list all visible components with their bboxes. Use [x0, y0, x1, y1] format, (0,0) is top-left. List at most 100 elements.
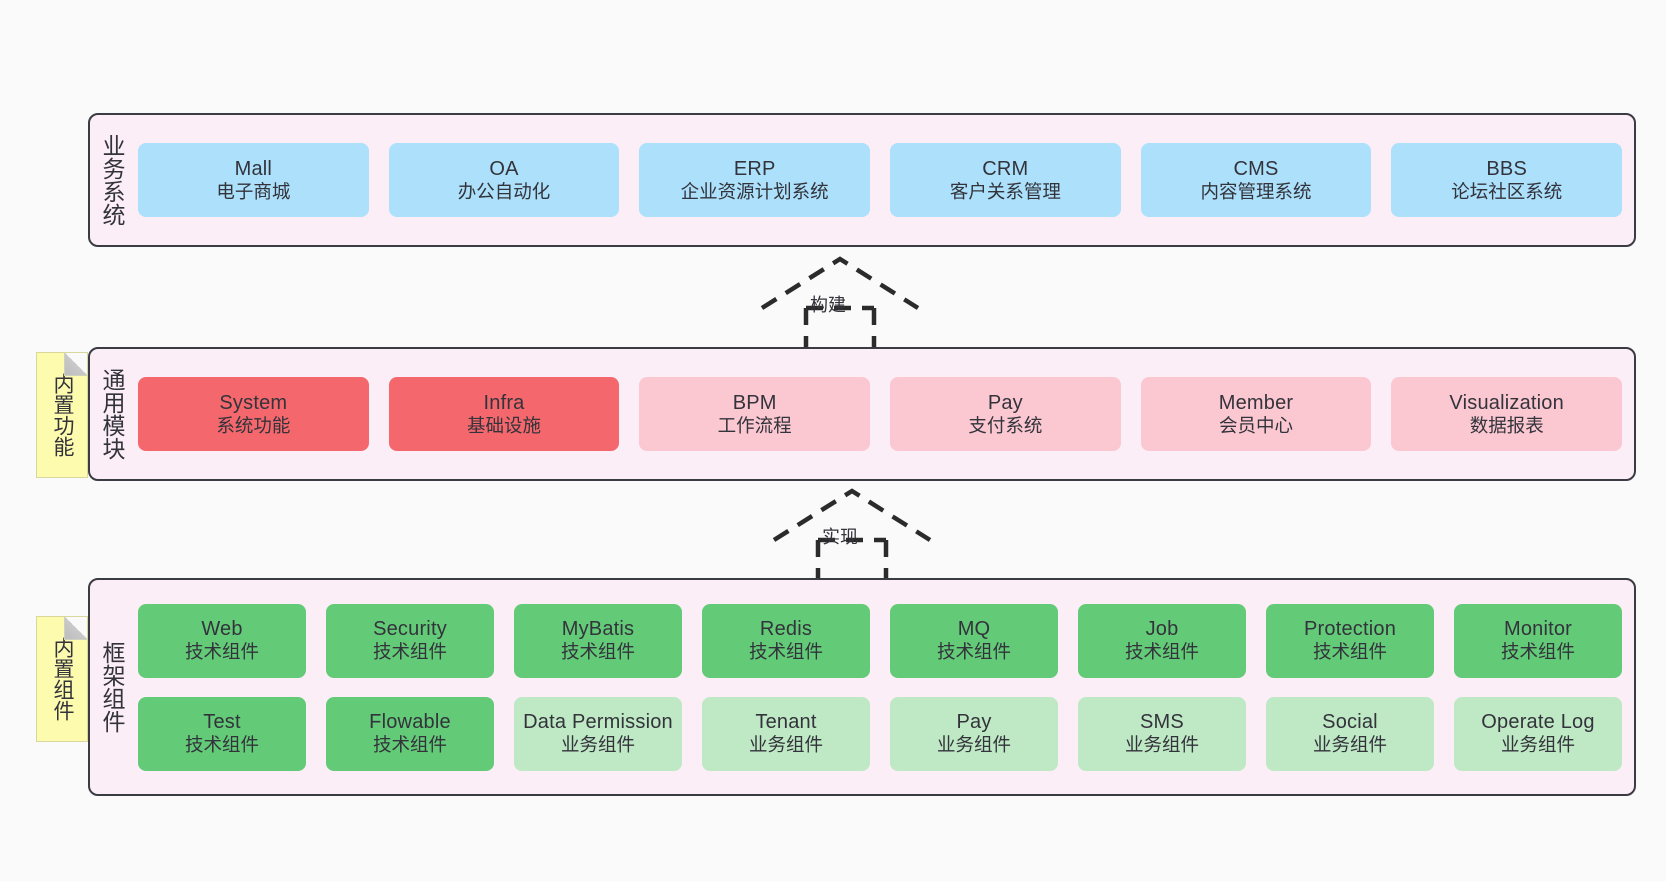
business-system-layer: 业务系统 Mall 电子商城 OA 办公自动化 ERP 企业资源计划系统 CRM…	[88, 113, 1636, 247]
node-redis-name: Redis	[759, 618, 813, 641]
node-cms-name: CMS	[1233, 157, 1279, 180]
node-protection-name: Protection	[1303, 618, 1397, 641]
node-bpm-sub: 工作流程	[717, 414, 792, 436]
node-erp-sub: 企业资源计划系统	[680, 180, 829, 202]
node-web-sub: 技术组件	[184, 641, 259, 663]
node-member-name: Member	[1218, 391, 1294, 414]
framework-component-layer: 框架组件 Web 技术组件 Security 技术组件 MyBatis 技术组件…	[88, 578, 1636, 796]
node-monitor-sub: 技术组件	[1500, 641, 1575, 663]
node-mybatis-sub: 技术组件	[560, 641, 635, 663]
common-module-row: System 系统功能 Infra 基础设施 BPM 工作流程 Pay 支付系统…	[138, 377, 1623, 451]
node-redis-sub: 技术组件	[748, 641, 823, 663]
node-visualization-sub: 数据报表	[1469, 414, 1544, 436]
node-test[interactable]: Test 技术组件	[138, 696, 306, 771]
node-mybatis[interactable]: MyBatis 技术组件	[514, 603, 682, 678]
node-social-sub: 业务组件	[1312, 734, 1387, 756]
connector-implement-label: 实现	[822, 527, 858, 547]
framework-component-layer-body: Web 技术组件 Security 技术组件 MyBatis 技术组件 Redi…	[134, 580, 1634, 794]
node-job-sub: 技术组件	[1124, 641, 1199, 663]
node-mall-sub: 电子商城	[216, 180, 291, 202]
node-operate-log-name: Operate Log	[1481, 711, 1595, 734]
node-system-name: System	[219, 391, 288, 414]
node-crm[interactable]: CRM 客户关系管理	[890, 143, 1121, 217]
node-bpm-name: BPM	[732, 391, 777, 414]
node-mq-sub: 技术组件	[936, 641, 1011, 663]
node-mall-name: Mall	[234, 157, 273, 180]
node-visualization-name: Visualization	[1449, 391, 1564, 414]
node-flowable-sub: 技术组件	[372, 734, 447, 756]
node-mall[interactable]: Mall 电子商城	[138, 143, 369, 217]
node-pay-component[interactable]: Pay 业务组件	[890, 696, 1058, 771]
node-infra[interactable]: Infra 基础设施	[388, 377, 620, 451]
node-member[interactable]: Member 会员中心	[1140, 377, 1372, 451]
node-data-permission[interactable]: Data Permission 业务组件	[514, 696, 682, 771]
node-oa-sub: 办公自动化	[457, 180, 551, 202]
node-protection[interactable]: Protection 技术组件	[1266, 603, 1434, 678]
node-redis[interactable]: Redis 技术组件	[702, 603, 870, 678]
connector-build-label: 构建	[810, 295, 846, 315]
node-bbs-sub: 论坛社区系统	[1451, 180, 1563, 202]
node-sms-sub: 业务组件	[1124, 734, 1199, 756]
sticky-note-builtin-component-label: 内置组件	[50, 637, 74, 721]
node-oa-name: OA	[489, 157, 519, 180]
sticky-note-builtin-component: 内置组件	[36, 616, 88, 742]
node-bbs[interactable]: BBS 论坛社区系统	[1391, 143, 1623, 217]
node-test-name: Test	[203, 711, 241, 734]
node-sms-name: SMS	[1140, 711, 1184, 734]
node-monitor-name: Monitor	[1503, 618, 1573, 641]
node-infra-name: Infra	[483, 391, 525, 414]
node-tenant[interactable]: Tenant 业务组件	[702, 696, 870, 771]
node-crm-sub: 客户关系管理	[949, 180, 1061, 202]
node-sms[interactable]: SMS 业务组件	[1078, 696, 1246, 771]
node-social-name: Social	[1322, 711, 1378, 734]
common-module-layer-title: 通用模块	[99, 368, 125, 460]
node-erp[interactable]: ERP 企业资源计划系统	[639, 143, 871, 217]
node-visualization[interactable]: Visualization 数据报表	[1391, 377, 1623, 451]
node-member-sub: 会员中心	[1219, 414, 1294, 436]
node-test-sub: 技术组件	[184, 734, 259, 756]
node-pay-module[interactable]: Pay 支付系统	[890, 377, 1121, 451]
node-job-name: Job	[1145, 618, 1179, 641]
node-security[interactable]: Security 技术组件	[326, 603, 494, 678]
node-pay-component-sub: 业务组件	[936, 734, 1011, 756]
sticky-note-builtin-function: 内置功能	[36, 352, 88, 478]
node-bpm[interactable]: BPM 工作流程	[639, 377, 871, 451]
node-erp-name: ERP	[733, 157, 776, 180]
node-mq[interactable]: MQ 技术组件	[890, 603, 1058, 678]
framework-tech-component-row: Web 技术组件 Security 技术组件 MyBatis 技术组件 Redi…	[138, 603, 1622, 678]
node-oa[interactable]: OA 办公自动化	[388, 143, 620, 217]
framework-component-layer-title: 框架组件	[99, 641, 125, 733]
node-mq-name: MQ	[957, 618, 991, 641]
common-module-layer: 通用模块 System 系统功能 Infra 基础设施 BPM 工作流程 Pay…	[88, 347, 1636, 481]
node-system-sub: 系统功能	[216, 414, 291, 436]
node-web[interactable]: Web 技术组件	[138, 603, 306, 678]
node-data-permission-name: Data Permission	[523, 711, 673, 734]
node-pay-module-name: Pay	[987, 391, 1023, 414]
node-cms[interactable]: CMS 内容管理系统	[1140, 143, 1372, 217]
node-bbs-name: BBS	[1486, 157, 1527, 180]
node-mybatis-name: MyBatis	[561, 618, 635, 641]
node-flowable[interactable]: Flowable 技术组件	[326, 696, 494, 771]
node-pay-component-name: Pay	[956, 711, 992, 734]
node-data-permission-sub: 业务组件	[560, 734, 635, 756]
framework-business-component-row: Test 技术组件 Flowable 技术组件 Data Permission …	[138, 696, 1622, 771]
node-web-name: Web	[201, 618, 243, 641]
common-module-layer-body: System 系统功能 Infra 基础设施 BPM 工作流程 Pay 支付系统…	[134, 349, 1634, 479]
node-crm-name: CRM	[982, 157, 1029, 180]
node-cms-sub: 内容管理系统	[1200, 180, 1312, 202]
node-flowable-name: Flowable	[369, 711, 451, 734]
business-system-row: Mall 电子商城 OA 办公自动化 ERP 企业资源计划系统 CRM 客户关系…	[138, 143, 1623, 217]
node-pay-module-sub: 支付系统	[968, 414, 1043, 436]
node-job[interactable]: Job 技术组件	[1078, 603, 1246, 678]
node-monitor[interactable]: Monitor 技术组件	[1454, 603, 1622, 678]
node-operate-log-sub: 业务组件	[1500, 734, 1575, 756]
node-security-name: Security	[373, 618, 447, 641]
sticky-note-builtin-function-label: 内置功能	[50, 373, 74, 457]
node-operate-log[interactable]: Operate Log 业务组件	[1454, 696, 1622, 771]
node-system[interactable]: System 系统功能	[138, 377, 369, 451]
node-protection-sub: 技术组件	[1312, 641, 1387, 663]
node-infra-sub: 基础设施	[467, 414, 542, 436]
node-social[interactable]: Social 业务组件	[1266, 696, 1434, 771]
business-system-layer-title: 业务系统	[99, 134, 125, 226]
